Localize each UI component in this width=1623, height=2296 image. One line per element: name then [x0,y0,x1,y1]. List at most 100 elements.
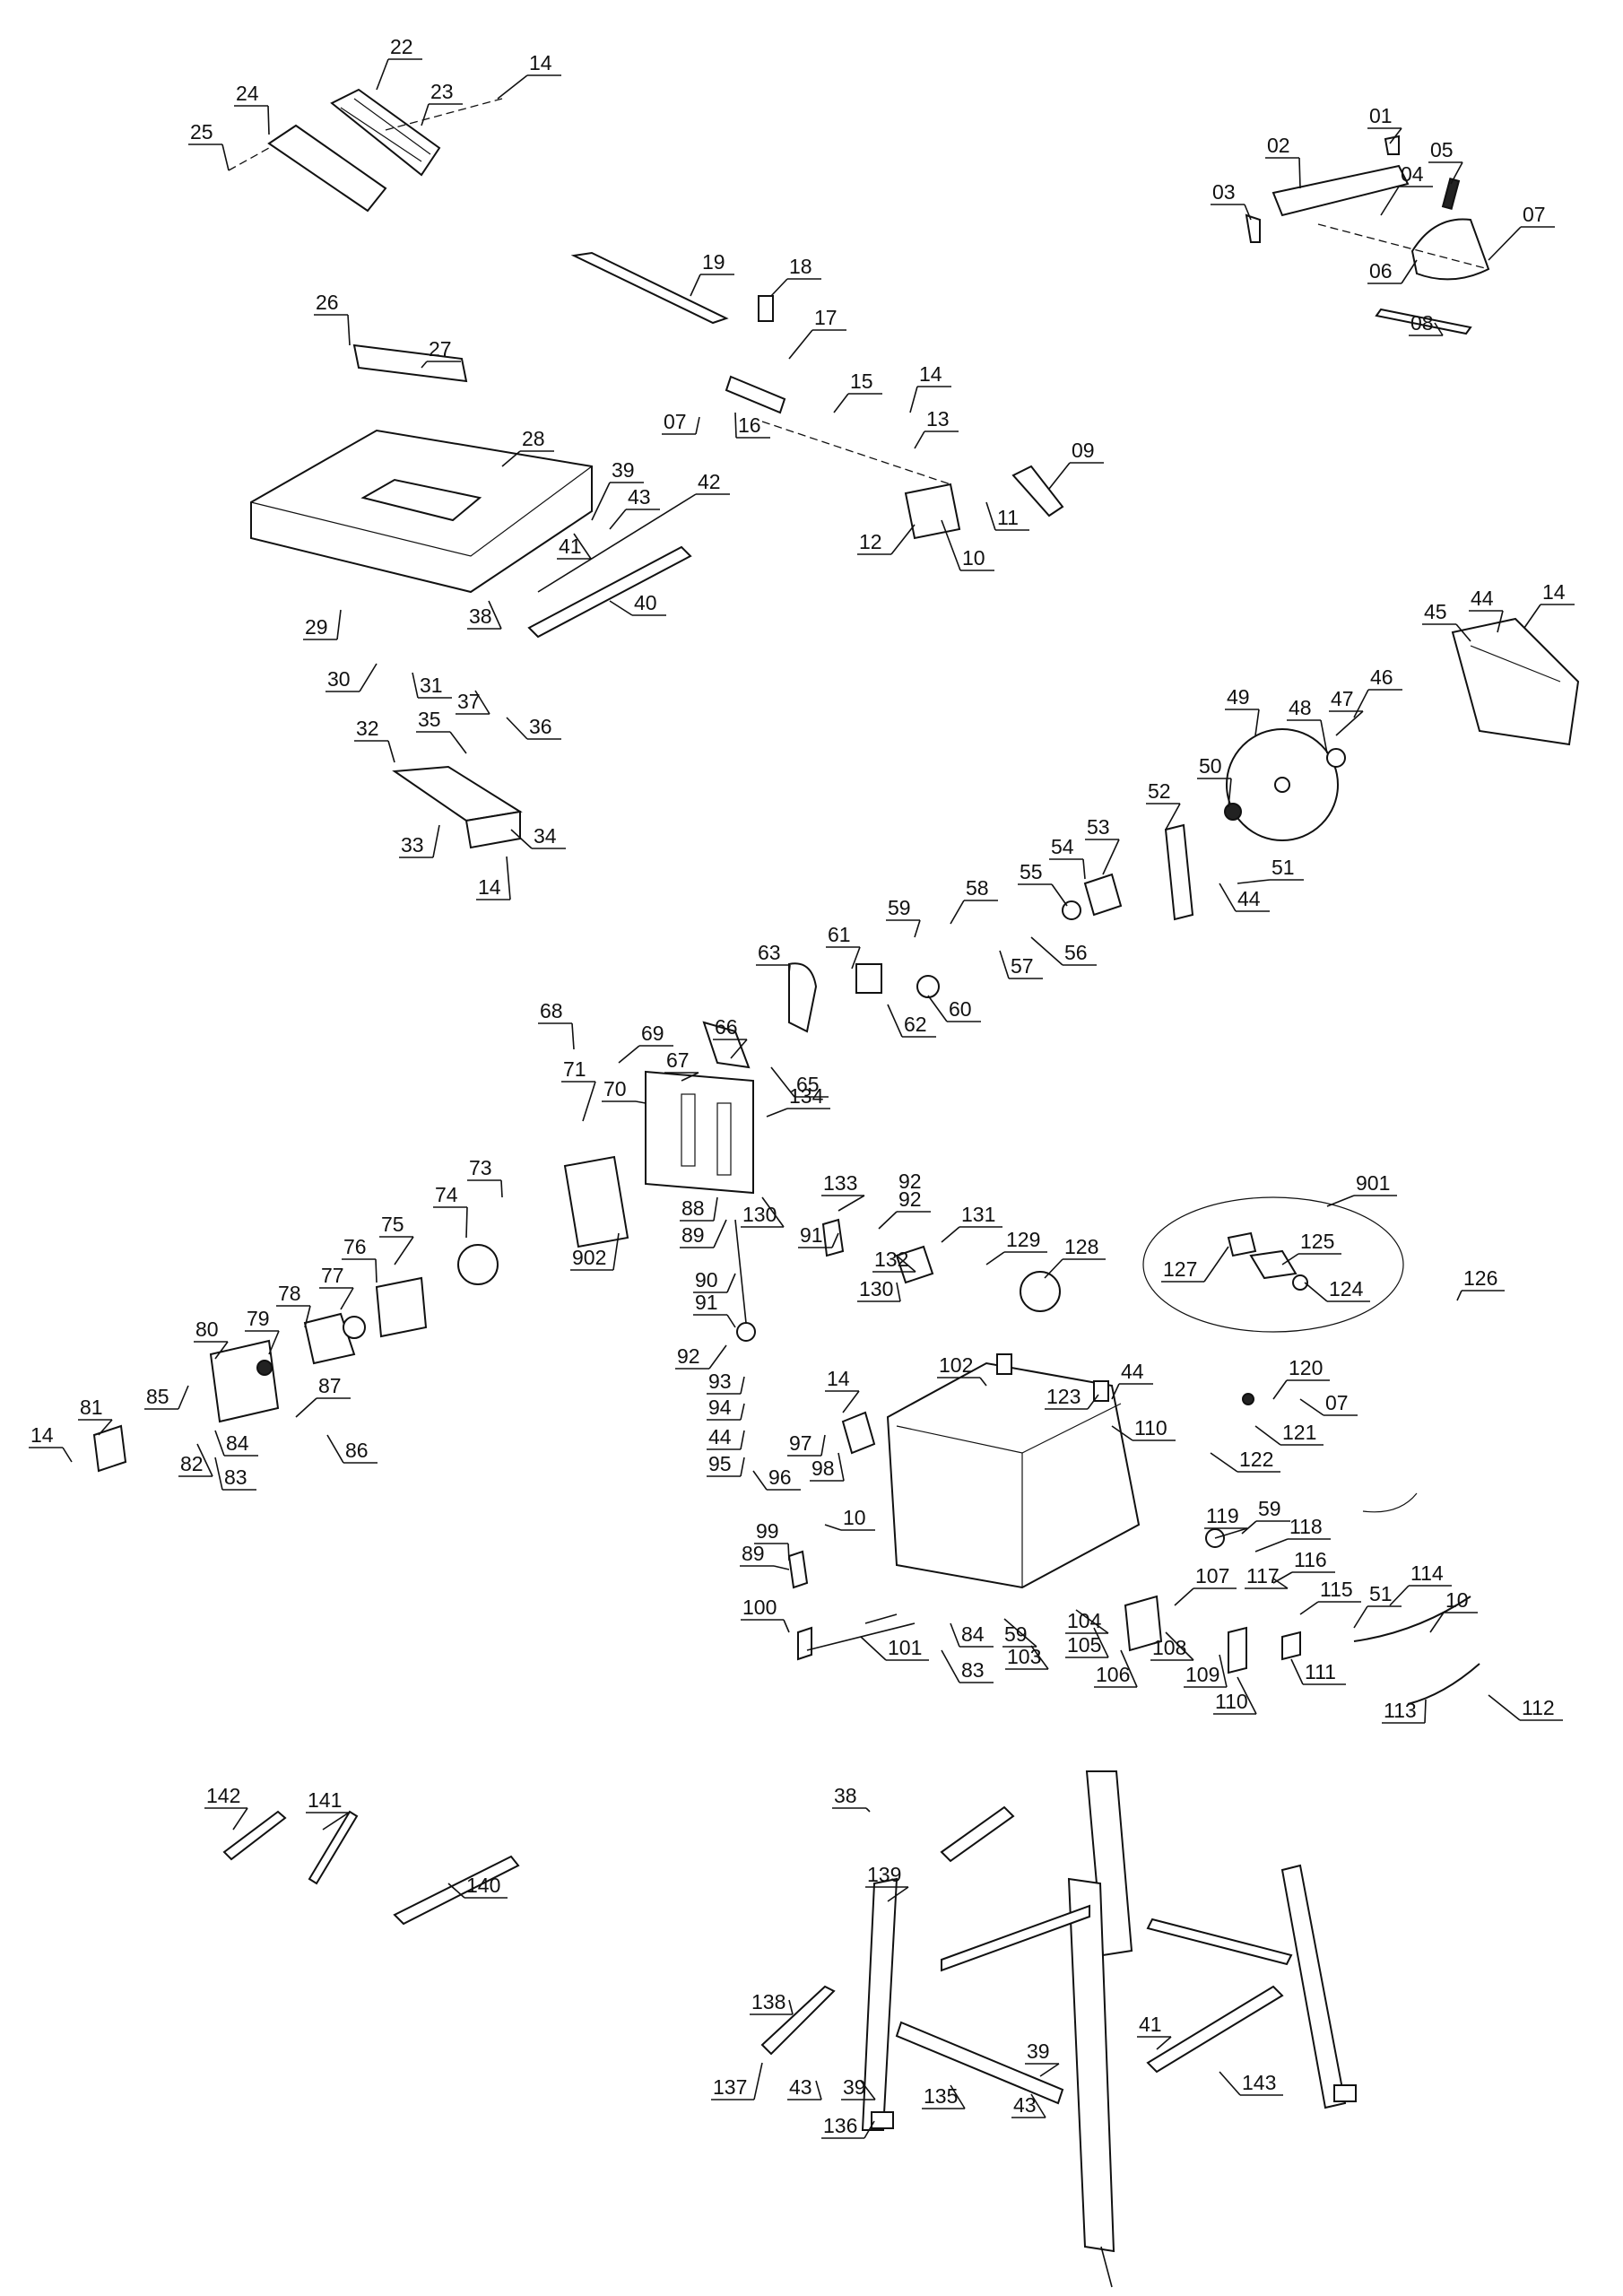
callout-84: 84 [214,1430,258,1457]
callout-leader [1244,204,1252,221]
callout-128: 128 [1044,1235,1106,1279]
callout-leader [474,690,490,715]
callout-number: 109 [1185,1663,1219,1686]
callout-number: 93 [708,1370,732,1393]
callout-122: 122 [1210,1448,1280,1473]
callout-120: 120 [1272,1356,1330,1400]
callout-01: 01 [1367,104,1402,144]
callout-leader [1299,1398,1324,1416]
callout-leader [1156,2036,1172,2050]
callout-number: 39 [612,458,635,482]
callout-leader [1389,1585,1410,1606]
callout-leader [681,1072,699,1082]
callout-number: 105 [1067,1633,1101,1657]
callout-133: 133 [821,1171,865,1212]
callout-114: 114 [1389,1561,1452,1606]
callout-49: 49 [1225,685,1260,736]
callout-04: 04 [1380,162,1433,216]
callout-leader [1272,1571,1293,1584]
callout-number: 83 [224,1465,247,1489]
callout-number: 51 [1271,856,1295,879]
callout-leader [1299,1601,1319,1615]
callout-111: 111 [1290,1658,1346,1685]
callout-leader [941,1649,960,1683]
callout-number: 40 [634,591,657,614]
callout-leader [1353,1605,1368,1629]
part-saw-blade [1224,728,1346,841]
callout-leader [1254,1538,1289,1552]
callout-leader [1281,1253,1299,1265]
callout-99: 99 [754,1519,790,1561]
callout-53: 53 [1085,815,1120,875]
callout-number: 14 [919,362,942,386]
callout-number: 26 [316,291,339,314]
callout-83: 83 [941,1649,994,1683]
callout-number: 30 [327,667,351,691]
callout-leader [221,144,230,171]
callout-15: 15 [833,370,882,413]
callout-93: 93 [707,1370,745,1395]
callout-leader [1165,1631,1194,1661]
callout-30: 30 [325,663,378,692]
callout-139: 139 [865,1863,909,1902]
callout-number: 71 [563,1057,586,1081]
callout-number: 16 [738,413,761,437]
callout-leader [740,1376,745,1395]
callout-43: 43 [1011,2093,1046,2118]
callout-leader [488,600,502,630]
callout-31: 31 [412,672,452,699]
callout-41: 41 [557,533,592,560]
callout-89: 89 [740,1542,790,1570]
callout-35: 35 [416,708,467,754]
callout-leader [375,1258,378,1283]
callout-number: 35 [418,708,441,731]
callout-number: 07 [1325,1391,1349,1414]
callout-leader [340,1287,354,1310]
callout-44: 44 [1111,1360,1153,1400]
callout-number: 88 [681,1196,705,1220]
callout-number: 89 [681,1223,705,1247]
callout-number: 123 [1046,1385,1081,1408]
callout-125: 125 [1281,1230,1341,1265]
callout-47: 47 [1329,687,1364,736]
callout-129: 129 [985,1228,1047,1265]
callout-labels: 0102030405060708091011121314141414141415… [29,35,1575,2139]
callout-83: 83 [214,1457,256,1491]
callout-116: 116 [1272,1548,1335,1584]
callout-91: 91 [693,1291,736,1328]
callout-number: 12 [859,530,882,553]
callout-03: 03 [1211,180,1252,221]
callout-39: 39 [591,458,644,521]
callout-leader [582,1081,596,1122]
callout-leader [909,386,918,413]
callout-leader [770,1066,795,1098]
callout-leader [896,1255,916,1273]
callout-107: 107 [1174,1564,1237,1606]
part-trunnion-plate [645,1021,754,1195]
callout-leader [787,1543,790,1561]
callout-number: 83 [961,1658,985,1682]
callout-number: 112 [1522,1696,1555,1719]
callout-number: 130 [742,1203,777,1226]
callout-number: 29 [305,615,328,639]
callout-number: 53 [1087,815,1110,839]
callout-115: 115 [1299,1578,1361,1615]
callout-59: 59 [1002,1618,1037,1648]
callout-leader [412,672,419,699]
callout-143: 143 [1219,2071,1283,2096]
callout-leader [1272,1578,1289,1589]
callout-leader [999,950,1010,979]
callout-leader [295,1397,317,1418]
part-group-901 [1142,1196,1404,1333]
callout-leader [950,1622,960,1648]
callout-leader [730,1039,748,1059]
callout-60: 60 [927,995,981,1022]
callout-leader [896,1282,901,1302]
callout-leader [506,856,511,900]
part-stand-legs [760,1770,1357,2288]
callout-28: 28 [501,427,554,467]
part-mitre-gauge [1245,135,1490,335]
callout-leader [573,533,592,560]
callout-98: 98 [810,1452,845,1482]
callout-leader [1488,226,1522,261]
